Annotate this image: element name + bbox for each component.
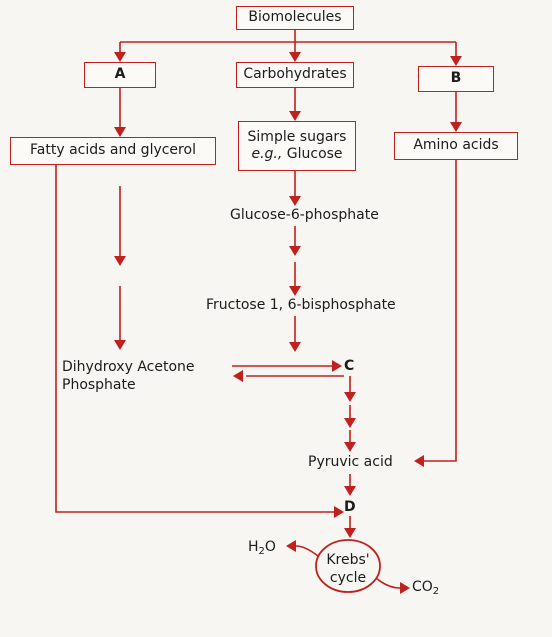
krebs-cycle-circle [315, 539, 381, 593]
b-label: B [450, 70, 462, 87]
arrow-to-water-head [286, 540, 296, 552]
arrow-pyruvic-to-d-head [344, 486, 356, 496]
water-h: H [248, 539, 259, 555]
arrow-a-to-fatty-acids-head [114, 127, 126, 137]
arrow-fatty-to-d-shaft [55, 165, 334, 513]
arrow-dhap-to-c-head [332, 360, 342, 372]
arrow-to-co2-shaft [375, 577, 401, 589]
glucose-6-phosphate-label: Glucose-6-phosphate [230, 207, 379, 223]
arrow-g6p-a-head [289, 246, 301, 256]
arrow-to-b-head [450, 56, 462, 66]
dhap-label: Dihydroxy Acetone Phosphate [62, 358, 195, 394]
arrow-d-to-krebs-head [344, 528, 356, 538]
c-label: C [344, 358, 355, 374]
box-carbohydrates: Carbohydrates [236, 62, 354, 88]
arrow-fructose-to-split-head [289, 342, 301, 352]
carbohydrates-label: Carbohydrates [243, 66, 347, 83]
arrow-glycerol-b-head [114, 340, 126, 350]
fatty-acids-label: Fatty acids and glycerol [30, 142, 196, 159]
box-b: B [418, 66, 494, 92]
arrow-glycerol-a-head [114, 256, 126, 266]
dhap-line-1: Dihydroxy Acetone [62, 359, 195, 375]
a-label: A [114, 66, 126, 83]
arrow-to-water-shaft [295, 545, 319, 557]
krebs-line-2: cycle [329, 570, 367, 587]
biomolecules-label: Biomolecules [248, 9, 342, 26]
amino-acids-label: Amino acids [413, 137, 499, 154]
arrow-to-co2-head [400, 582, 410, 594]
example-abbrev: e.g., [251, 146, 283, 162]
arrow-g6p-b-head [289, 286, 301, 296]
box-a: A [84, 62, 156, 88]
arrow-fatty-to-d-head [334, 506, 344, 518]
arrow-c-b-head [344, 418, 356, 428]
box-amino-acids: Amino acids [394, 132, 518, 160]
carbon-dioxide-label: CO2 [412, 578, 440, 597]
glucose-label: Glucose [286, 146, 343, 162]
krebs-cycle-label: Krebs' cycle [318, 551, 378, 587]
simple-sugars-label: Simple sugars [247, 128, 347, 145]
box-simple-sugars: Simple sugars e.g., Glucose [238, 121, 356, 171]
water-subscript: 2 [258, 546, 265, 557]
d-label: D [344, 499, 356, 515]
fructose-bisphosphate-label: Fructose 1, 6-bisphosphate [206, 297, 396, 313]
arrow-b-to-amino-head [450, 122, 462, 132]
arrow-sugars-to-g6p-head [289, 196, 301, 206]
arrow-to-a-head [114, 52, 126, 62]
dhap-line-2: Phosphate [62, 377, 136, 394]
co2-subscript: 2 [432, 586, 440, 597]
pyruvic-acid-label: Pyruvic acid [308, 454, 393, 470]
box-biomolecules: Biomolecules [236, 6, 354, 30]
arrow-amino-to-pyruvic-head [414, 455, 424, 467]
arrow-c-a-head [344, 392, 356, 402]
arrow-c-to-dhap-head [233, 370, 243, 382]
simple-sugars-example: e.g., Glucose [251, 146, 342, 164]
box-fatty-acids-glycerol: Fatty acids and glycerol [10, 137, 216, 165]
water-o: O [264, 539, 276, 555]
krebs-line-1: Krebs' [326, 552, 370, 568]
co2-main: CO [412, 579, 433, 595]
arrow-amino-to-pyruvic-shaft [424, 160, 457, 462]
arrow-c-c-head [344, 442, 356, 452]
water-label: H2O [248, 538, 276, 557]
arrow-to-carbohydrates-head [289, 52, 301, 62]
arrow-carbs-to-sugars-head [289, 111, 301, 121]
